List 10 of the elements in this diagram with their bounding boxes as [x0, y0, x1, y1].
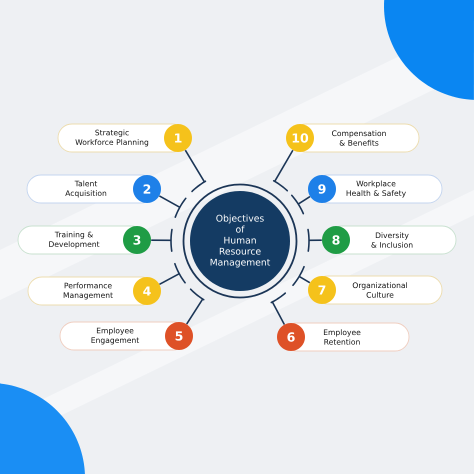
connector-line: [159, 195, 180, 208]
connector-line: [184, 150, 205, 182]
connector-line: [151, 239, 171, 242]
connector-line: [298, 196, 310, 205]
connector-line: [274, 150, 294, 182]
connector-line: [272, 302, 286, 325]
connector-line: [299, 276, 310, 284]
connector-line: [309, 239, 322, 242]
connector-line: [186, 298, 204, 324]
connector-line: [159, 273, 180, 285]
